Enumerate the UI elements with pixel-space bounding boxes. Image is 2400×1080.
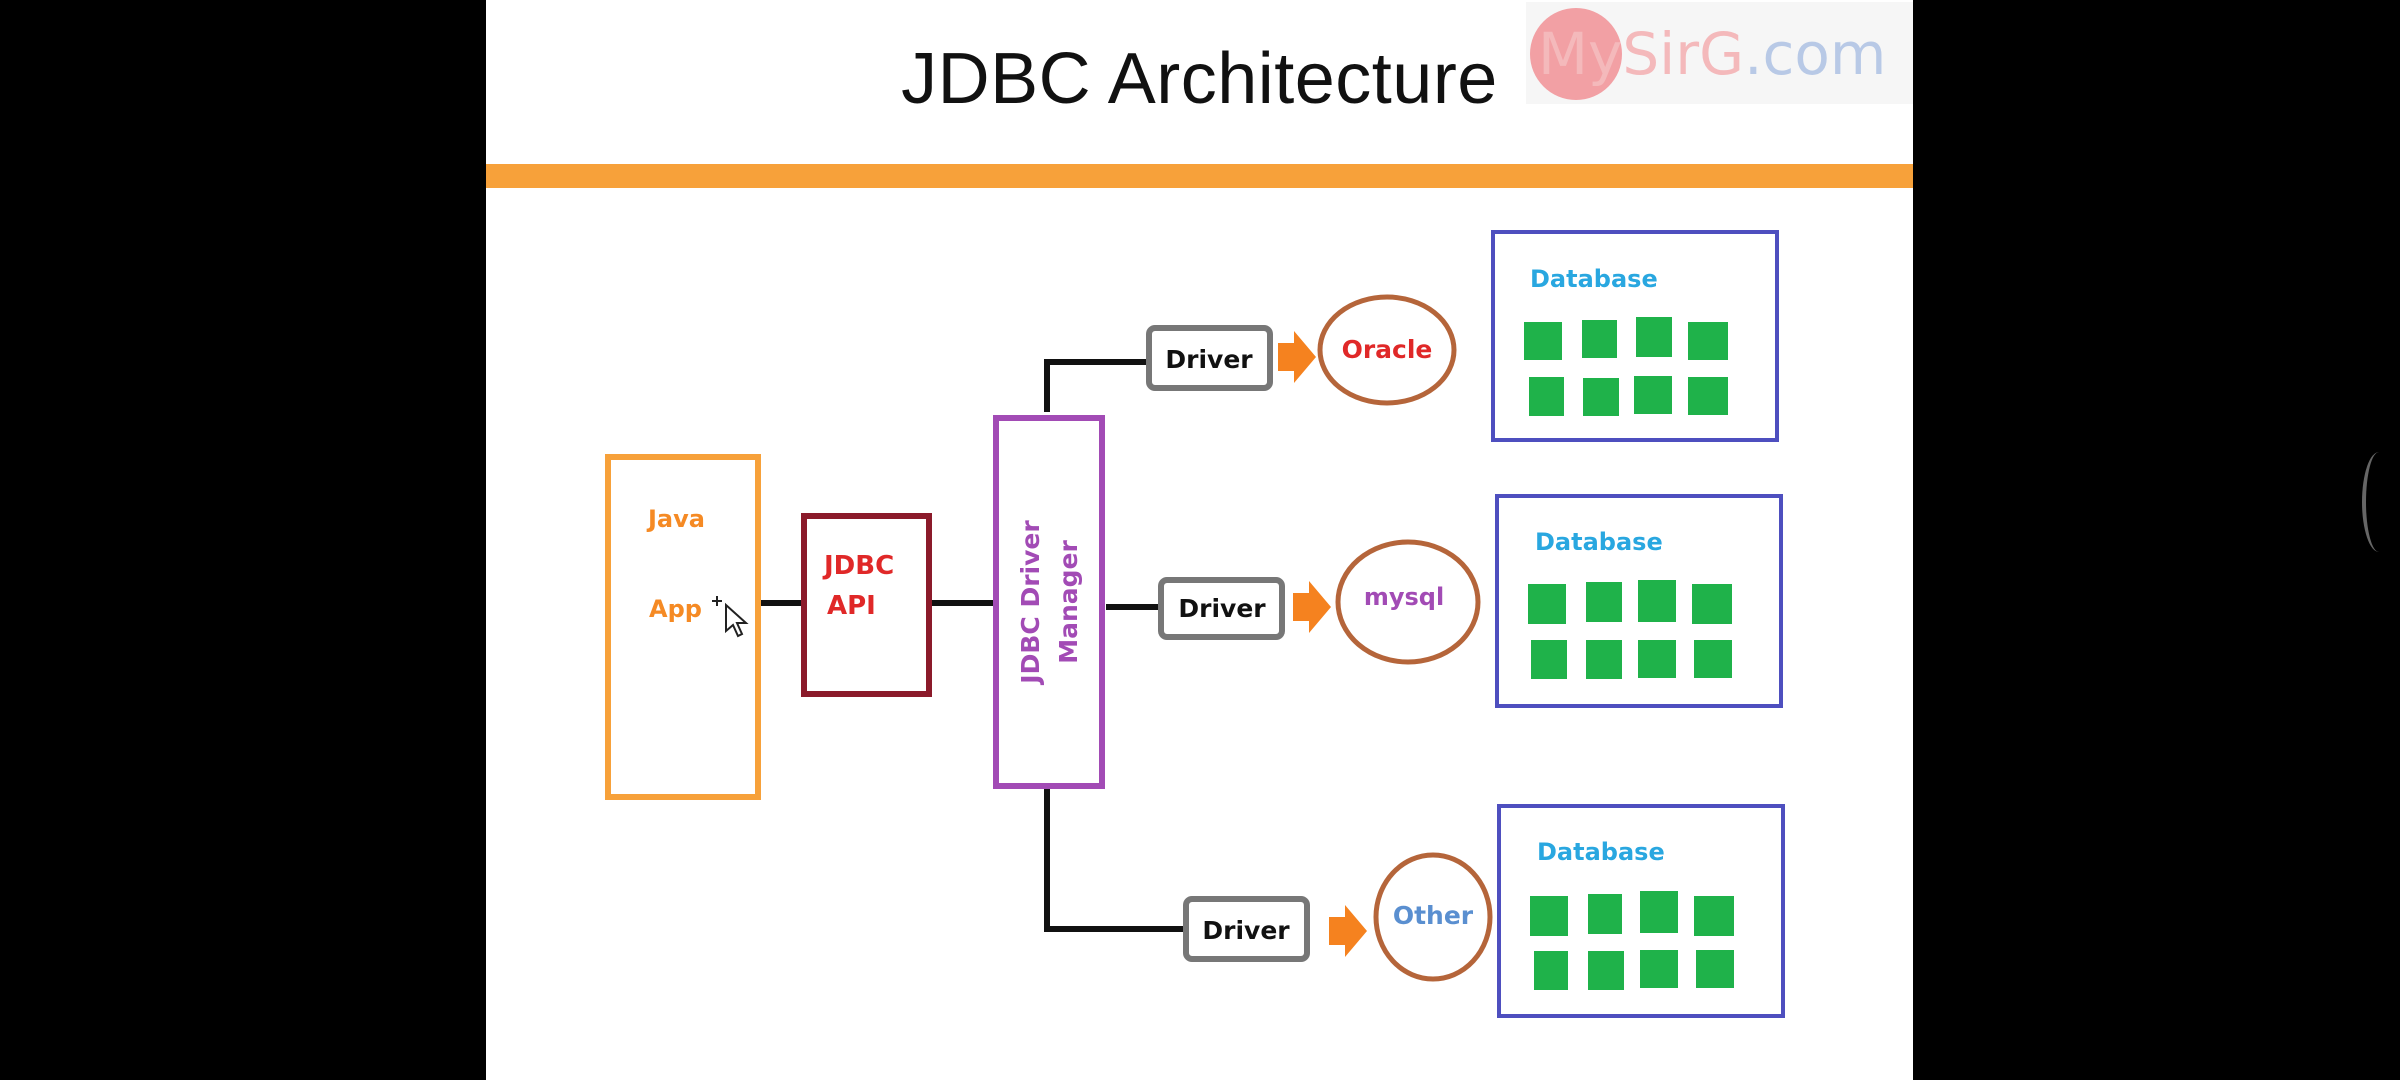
arrow-icon-2 <box>1293 581 1331 633</box>
driver-branch-oracle: Driver Oracle Database <box>1146 230 1779 442</box>
driver-label-2: Driver <box>1178 594 1266 623</box>
driver-manager-box: JDBC Driver Manager <box>993 415 1105 789</box>
db-ellipse-1 <box>1317 294 1457 406</box>
db-name-3: Other <box>1393 901 1474 930</box>
mouse-cursor-icon <box>712 596 749 638</box>
driver-box-1 <box>1146 325 1273 391</box>
database-box-1: Database <box>1491 230 1779 442</box>
db-name-2: mysql <box>1364 583 1444 611</box>
watermark-logo: MySirG.com <box>1526 2 1913 104</box>
watermark-brand: MySirG <box>1538 20 1745 88</box>
database-cells-3 <box>1530 891 1734 990</box>
db-ellipse-2 <box>1335 539 1481 665</box>
jdbc-architecture-diagram: Java App JDBC API JDBC Driver Manager Dr… <box>605 230 1785 1018</box>
arrow-icon-3 <box>1329 905 1367 957</box>
arrow-icon-1 <box>1278 331 1316 383</box>
slide-title: JDBC Architecture <box>901 39 1498 119</box>
driver-branch-mysql: Driver mysql Database <box>1158 494 1783 708</box>
java-app-box: Java App <box>605 454 761 800</box>
database-box-2: Database <box>1495 494 1783 708</box>
database-label-3: Database <box>1537 838 1665 866</box>
side-panel-handle[interactable] <box>2362 452 2396 552</box>
db-ellipse-3 <box>1373 852 1493 982</box>
line-manager-to-driver-1 <box>1044 359 1149 412</box>
title-underline-bar <box>486 164 1913 188</box>
driver-manager-label-2: Manager <box>1054 540 1083 664</box>
slide: JDBC Architecture MySirG.com Java App <box>486 0 1913 1080</box>
jdbc-api-box: JDBC API <box>801 513 932 697</box>
driver-branch-other: Driver Other Database <box>1183 804 1785 1018</box>
java-app-label-1: Java <box>646 505 705 533</box>
database-label-1: Database <box>1530 265 1658 293</box>
watermark-text: MySirG.com <box>1538 20 1886 88</box>
database-cells-1 <box>1524 317 1728 416</box>
database-label-2: Database <box>1535 528 1663 556</box>
watermark-circle <box>1530 8 1622 100</box>
driver-box-2 <box>1158 577 1285 640</box>
jdbc-api-label-2: API <box>827 591 876 621</box>
driver-label-3: Driver <box>1202 916 1290 945</box>
java-app-label-2: App <box>649 595 702 623</box>
database-cells-2 <box>1528 580 1732 679</box>
database-box-3: Database <box>1497 804 1785 1018</box>
driver-manager-label-1: JDBC Driver <box>1016 520 1045 686</box>
driver-box-3 <box>1183 896 1310 962</box>
connector-lines <box>758 359 1186 932</box>
db-name-1: Oracle <box>1342 335 1433 364</box>
watermark-tld: .com <box>1744 20 1887 88</box>
driver-label-1: Driver <box>1165 345 1253 374</box>
line-manager-to-driver-3 <box>1044 786 1186 932</box>
jdbc-api-label-1: JDBC <box>822 551 894 581</box>
